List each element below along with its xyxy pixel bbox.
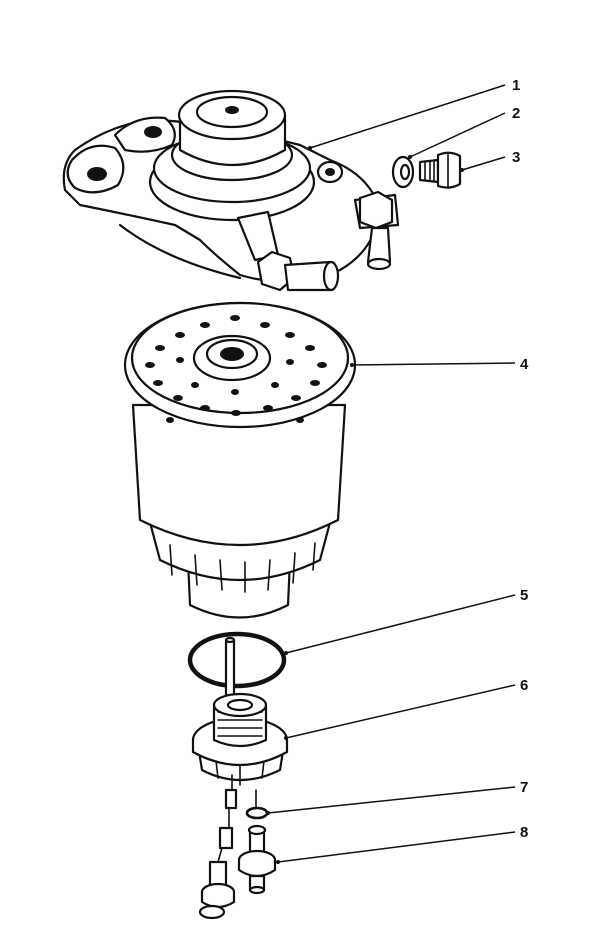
leader-line-4	[351, 362, 516, 366]
filter-perforations	[145, 315, 327, 423]
leader-line-7	[267, 786, 516, 814]
leader-line-2	[409, 112, 506, 158]
leader-lines	[266, 84, 516, 864]
bolt-part-3	[418, 151, 462, 189]
callout-5: 5	[520, 587, 528, 604]
sensor-probe-assembly	[198, 774, 238, 920]
leader-line-5	[285, 594, 516, 654]
callout-4: 4	[520, 356, 529, 373]
callout-labels: 1 2 3 4 5 6 7 8	[512, 77, 529, 841]
filter-head-part-1	[62, 89, 400, 292]
callout-6: 6	[520, 677, 528, 694]
drain-plug-part-6	[191, 636, 289, 786]
o-ring-part-5	[187, 631, 287, 689]
washer-part-2	[391, 155, 415, 189]
callout-7: 7	[520, 779, 528, 796]
callout-3: 3	[512, 149, 520, 166]
valve-assembly-part-8	[237, 789, 277, 895]
leader-line-8	[277, 831, 516, 863]
callout-1: 1	[512, 77, 520, 94]
callout-2: 2	[512, 105, 520, 122]
leader-line-3	[461, 156, 506, 171]
callout-8: 8	[520, 824, 528, 841]
leader-line-1	[309, 84, 506, 149]
filter-element-part-4	[123, 301, 357, 619]
small-o-ring-part-7	[245, 806, 269, 820]
leader-line-6	[285, 684, 516, 739]
